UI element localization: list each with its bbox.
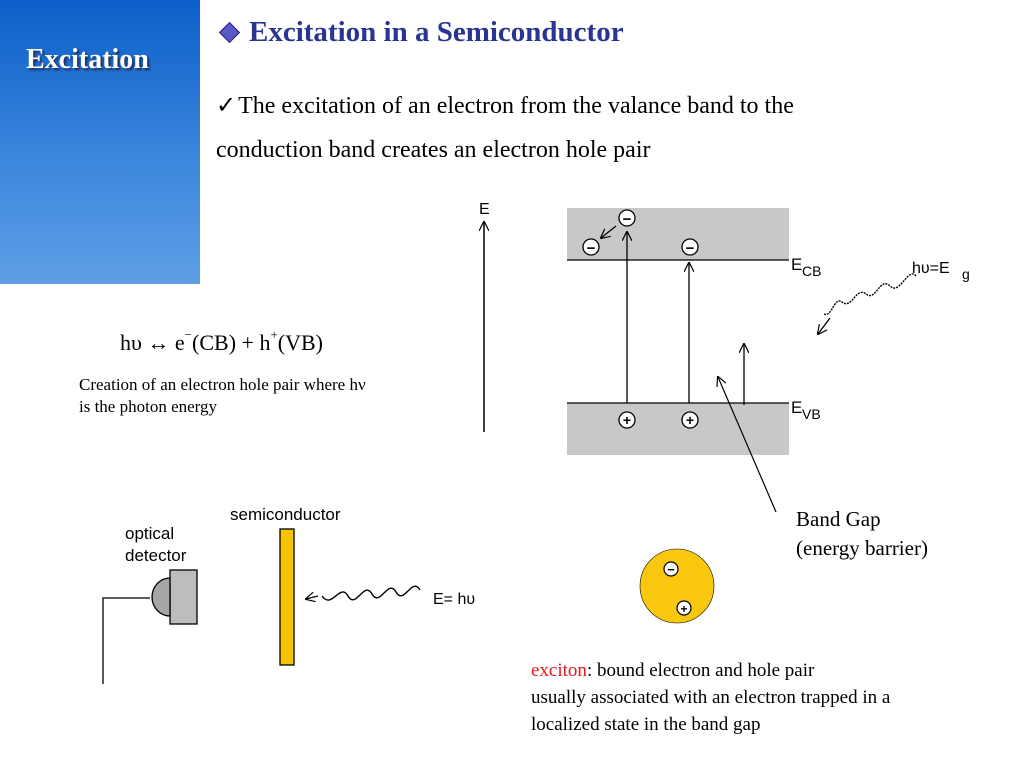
slide-title: Excitation in a Semiconductor <box>249 16 624 48</box>
axis-label: E <box>479 201 490 218</box>
hole-icon <box>618 411 636 429</box>
electron-sign: − <box>686 240 695 257</box>
semiconductor-slab <box>279 528 295 666</box>
evb-label-sub: VB <box>802 406 821 422</box>
semiconductor-label: semiconductor <box>230 505 341 524</box>
electron-sign: − <box>623 211 632 228</box>
sidebar-title: Excitation <box>26 44 149 75</box>
valence-band <box>567 403 789 455</box>
exciton-definition: exciton: bound electron and hole pair <box>531 660 815 681</box>
light-arrow-head <box>306 596 319 599</box>
detector-body <box>169 569 198 625</box>
hole-sign: + <box>623 412 631 428</box>
electron-icon <box>618 209 636 227</box>
pair-creation-equation: hυ ↔ e−(CB) + h+(VB) <box>120 327 323 355</box>
exciton-electron-icon <box>663 561 679 577</box>
conduction-band <box>567 208 789 260</box>
reversible-arrow-icon: ↔ <box>147 330 170 355</box>
band-gap-pointer <box>718 377 777 513</box>
bullet-paragraph: ✓The excitation of an electron from the … <box>216 84 976 172</box>
bullet-line-1: ✓The excitation of an electron from the … <box>216 93 794 119</box>
exciton-description: exciton: bound electron and hole pair us… <box>531 657 890 738</box>
electron-icon <box>582 238 600 256</box>
ecb-label-sub: CB <box>802 263 821 279</box>
electron-icon <box>681 238 699 256</box>
ecb-label-main: E <box>791 255 802 274</box>
exciton-hole-icon <box>676 600 692 616</box>
exciton-circle <box>639 548 715 624</box>
detector-lens <box>151 577 171 617</box>
equation-caption: Creation of an electron hole pair where … <box>79 375 366 416</box>
hole-sign: + <box>686 412 694 428</box>
exciton-term: exciton <box>531 660 587 681</box>
detector-wire <box>102 597 150 684</box>
photon-label-sub: g <box>962 266 970 282</box>
band-gap-label: Band Gap (energy barrier) <box>796 507 928 560</box>
light-wave <box>321 585 421 601</box>
light-energy-label: E= hυ <box>433 591 475 608</box>
optical-detector-label: optical detector <box>125 524 187 565</box>
hole-icon <box>681 411 699 429</box>
exciton-hole-sign: + <box>680 602 687 616</box>
evb-label-main: E <box>791 398 802 417</box>
slide-heading: Excitation in a Semiconductor <box>216 16 624 49</box>
photon-arrow-head <box>818 317 831 334</box>
photon-label-main: hυ=E <box>912 260 950 277</box>
checkmark-icon: ✓ <box>216 93 237 119</box>
photon-wave <box>823 273 917 316</box>
relaxation-arrow <box>601 225 617 238</box>
exciton-electron-sign: − <box>667 562 675 577</box>
electron-sign: − <box>587 240 596 257</box>
bullet-line-2: conduction band creates an electron hole… <box>216 137 651 163</box>
sidebar-panel: Excitation <box>0 0 200 284</box>
